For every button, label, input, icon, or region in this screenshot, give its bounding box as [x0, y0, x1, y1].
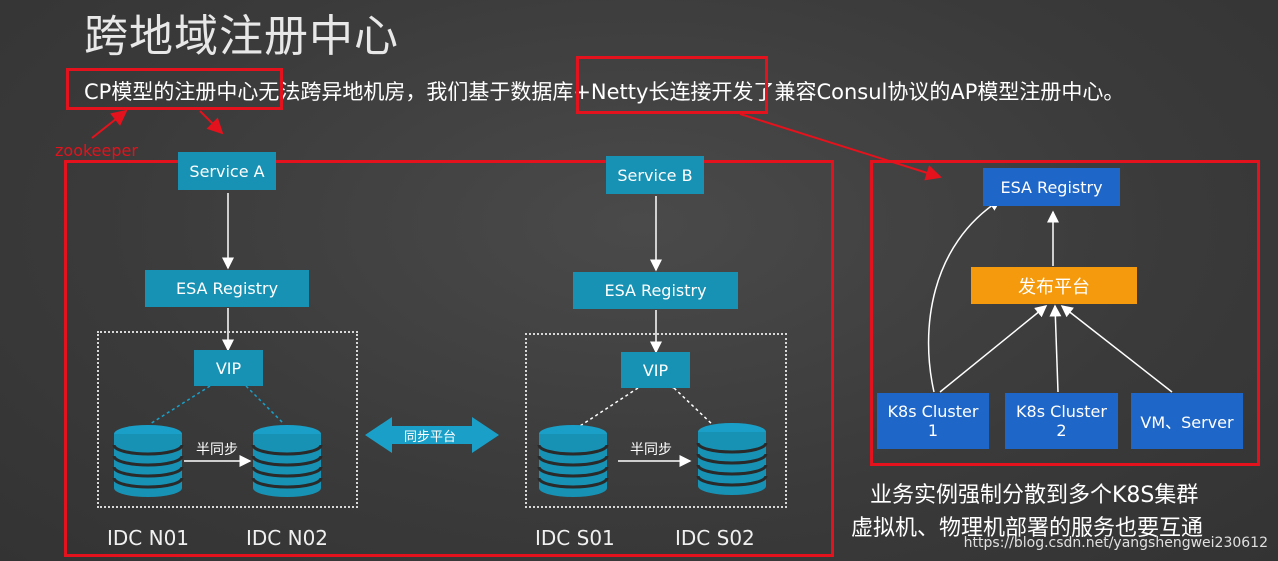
sync-platform-arrow — [365, 417, 499, 453]
service-a-box: Service A — [178, 152, 276, 190]
vm-server-box: VM、Server — [1131, 393, 1243, 449]
vip-south: VIP — [621, 352, 690, 388]
k8s-cluster-1-line1: K8s Cluster — [887, 402, 979, 421]
watermark: https://blog.csdn.net/yangshengwei230612 — [963, 535, 1268, 551]
zk-arrow-right — [199, 110, 224, 135]
k8s-cluster-2-line1: K8s Cluster — [1016, 402, 1107, 421]
db-netty-arrow — [739, 113, 942, 181]
subtitle-cp-model: CP模型的注册中心 — [84, 80, 259, 104]
semi-sync-label-north: 半同步 — [196, 442, 238, 458]
esa-registry-north: ESA Registry — [145, 270, 309, 307]
highlight-db-netty — [576, 56, 768, 114]
subtitle-text-2: 接开发了兼容Consul协议的AP模型注册中心。 — [690, 80, 1125, 104]
idc-n01-label: IDC N01 — [107, 526, 190, 550]
semi-sync-label-south: 半同步 — [630, 442, 672, 458]
subtitle-db-netty: 数据库+Netty长连 — [510, 80, 691, 104]
page-title: 跨地域注册中心 — [84, 11, 399, 62]
idc-north-group — [97, 331, 358, 508]
subtitle-text-1: 无法跨异地机房，我们基于 — [258, 80, 511, 104]
k8s-cluster-2-line2: 2 — [1056, 421, 1067, 440]
subtitle: CP模型的注册中心无法跨异地机房，我们基于数据库+Netty长连接开发了兼容Co… — [84, 76, 1124, 106]
k8s-cluster-1-line2: 1 — [927, 421, 939, 440]
k8s-cluster-2-box: K8s Cluster 2 — [1005, 393, 1118, 449]
esa-registry-right: ESA Registry — [983, 168, 1120, 206]
sync-platform-label: 同步平台 — [404, 430, 457, 445]
idc-south-group — [525, 333, 787, 508]
right-diagram-frame — [870, 160, 1260, 466]
release-platform-box: 发布平台 — [971, 267, 1137, 304]
left-diagram-frame — [64, 160, 834, 557]
vip-north: VIP — [194, 350, 263, 386]
idc-n02-label: IDC N02 — [246, 526, 329, 550]
esa-registry-south: ESA Registry — [573, 272, 738, 309]
idc-s01-label: IDC S01 — [535, 526, 615, 550]
idc-s02-label: IDC S02 — [675, 526, 755, 550]
service-b-box: Service B — [606, 156, 704, 194]
k8s-cluster-1-box: K8s Cluster 1 — [877, 393, 989, 449]
zk-arrow-left — [91, 109, 128, 139]
zookeeper-annotation: zookeeper — [55, 141, 138, 160]
highlight-cp-model — [66, 68, 283, 110]
note-line-2: 虚拟机、物理机部署的服务也要互通 — [851, 516, 1204, 541]
note-line-1: 业务实例强制分散到多个K8S集群 — [870, 483, 1199, 508]
